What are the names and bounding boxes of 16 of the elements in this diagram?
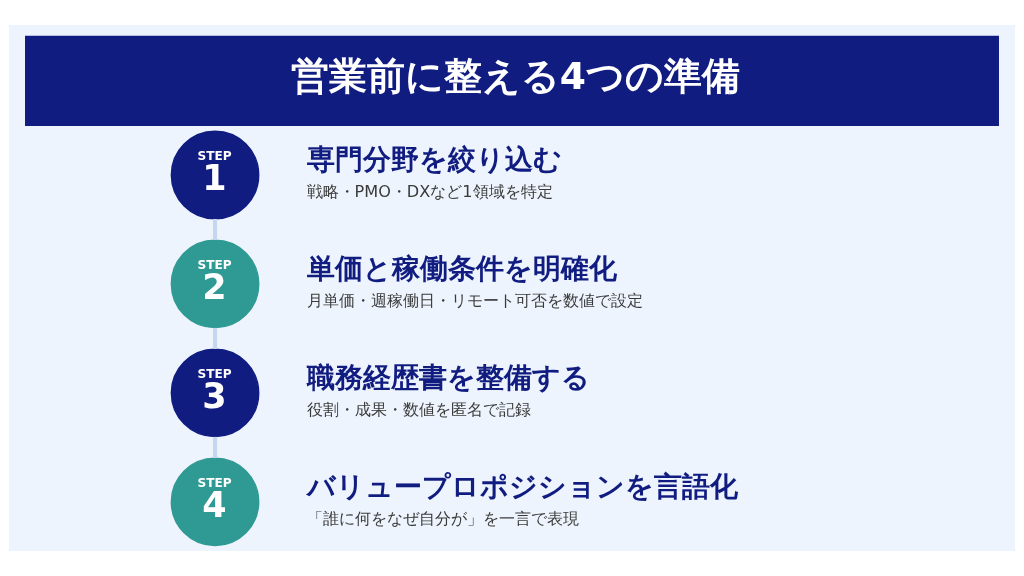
node-circle: STEP 1 — [170, 130, 260, 220]
node-label: バリュープロポジションを言語化 — [306, 470, 738, 504]
node-circle: STEP 2 — [170, 239, 260, 329]
node-label: 職務経歴書を整備する — [306, 361, 590, 395]
node-circle: STEP 4 — [170, 457, 260, 547]
node-circle: STEP 3 — [170, 348, 260, 438]
connector — [213, 327, 218, 349]
connector — [213, 218, 218, 240]
node-label: 戦略・PMO・DXなど1領域を特定 — [306, 182, 553, 202]
node-label: 「誰に何をなぜ自分が」を一言で表現 — [306, 509, 579, 529]
diagram-title: 営業前に整える4つの準備 — [290, 54, 740, 99]
connector — [213, 436, 218, 458]
node-label: 役割・成果・数値を匿名で記録 — [306, 400, 531, 420]
node-label: 単価と稼働条件を明確化 — [306, 252, 617, 286]
node-label: 専門分野を絞り込む — [306, 143, 562, 177]
node-label: 月単価・週稼働日・リモート可否を数値で設定 — [306, 291, 643, 311]
